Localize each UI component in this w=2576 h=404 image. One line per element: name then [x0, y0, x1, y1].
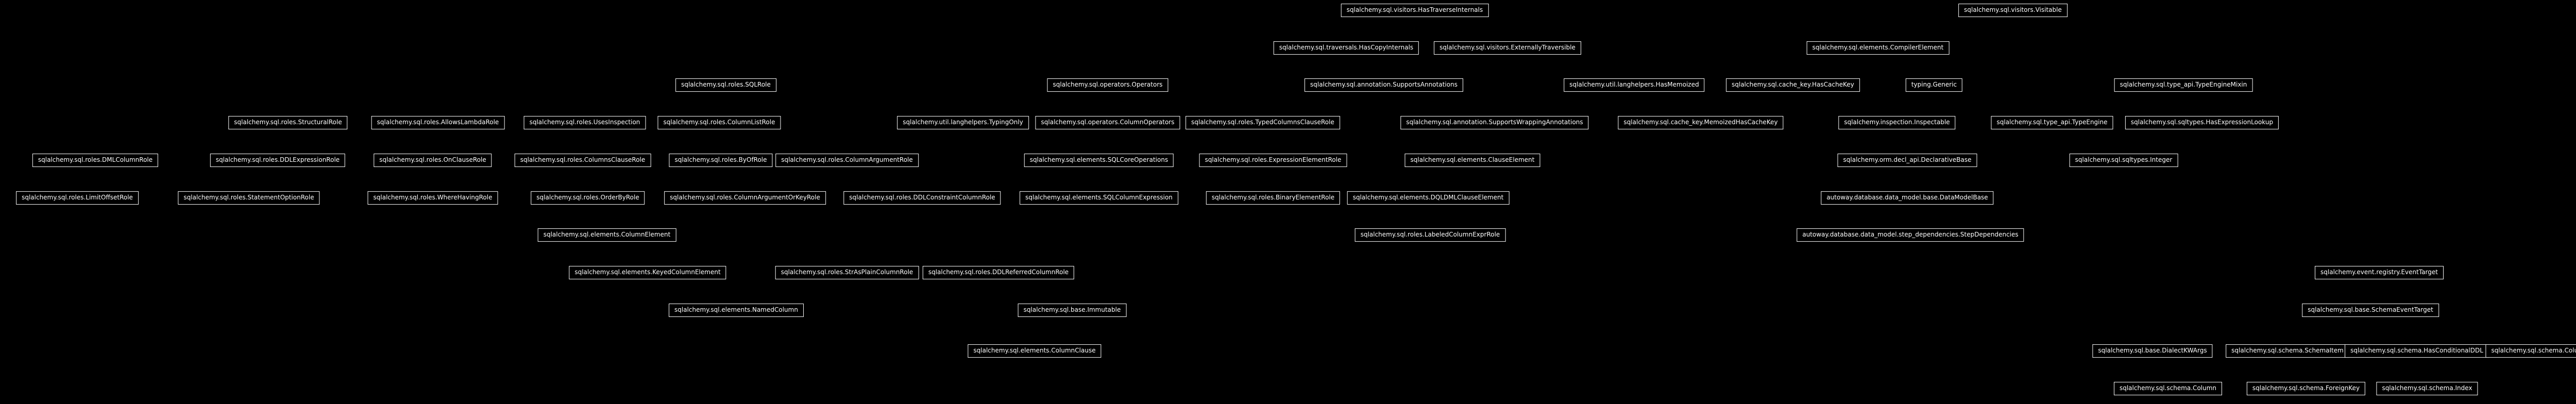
- class-node: sqlalchemy.sql.roles.LimitOffsetRole: [16, 191, 139, 205]
- class-node: sqlalchemy.sql.elements.KeyedColumnEleme…: [569, 266, 726, 279]
- class-node: sqlalchemy.sql.schema.ForeignKey: [2246, 382, 2366, 395]
- class-node: sqlalchemy.sql.base.DialectKWArgs: [2092, 344, 2213, 358]
- class-node: typing.Generic: [1905, 78, 1963, 92]
- class-node: sqlalchemy.sql.cache_key.MemoizedHasCach…: [1618, 116, 1784, 129]
- class-node: sqlalchemy.sql.roles.UsesInspection: [523, 116, 646, 129]
- class-node: sqlalchemy.sql.schema.SchemaItem: [2226, 344, 2349, 358]
- class-node: autoway.database.data_model.step_depende…: [1797, 228, 2024, 242]
- class-node: sqlalchemy.sql.roles.OnClauseRole: [374, 154, 492, 167]
- class-node: sqlalchemy.util.langhelpers.HasMemoized: [1564, 78, 1705, 92]
- class-node: sqlalchemy.sql.elements.ColumnClause: [968, 344, 1101, 358]
- class-node: sqlalchemy.sql.roles.OrderByRole: [531, 191, 645, 205]
- class-node: sqlalchemy.sql.roles.StrAsPlainColumnRol…: [775, 266, 919, 279]
- class-node: sqlalchemy.sql.sqltypes.HasExpressionLoo…: [2125, 116, 2279, 129]
- class-node: sqlalchemy.sql.roles.LabeledColumnExprRo…: [1354, 228, 1506, 242]
- class-node: sqlalchemy.sql.traversals.HasCopyInterna…: [1273, 41, 1419, 55]
- class-node: sqlalchemy.sql.roles.ColumnArgumentRole: [775, 154, 919, 167]
- class-node: sqlalchemy.sql.roles.DDLConstraintColumn…: [843, 191, 1001, 205]
- class-node: autoway.database.data_model.base.DataMod…: [1821, 191, 1994, 205]
- class-node: sqlalchemy.sql.roles.DDLExpressionRole: [210, 154, 346, 167]
- class-node: sqlalchemy.sql.schema.ColumnCollectionMi…: [2485, 344, 2576, 358]
- class-node: sqlalchemy.sql.type_api.TypeEngineMixin: [2114, 78, 2253, 92]
- class-node: sqlalchemy.inspection.Inspectable: [1838, 116, 1956, 129]
- class-node: sqlalchemy.sql.base.SchemaEventTarget: [2302, 304, 2439, 317]
- class-node: sqlalchemy.sql.elements.DQLDMLClauseElem…: [1347, 191, 1510, 205]
- class-node: sqlalchemy.sql.cache_key.HasCacheKey: [1726, 78, 1860, 92]
- class-node: sqlalchemy.sql.roles.StatementOptionRole: [178, 191, 320, 205]
- class-node: sqlalchemy.sql.elements.SQLColumnExpress…: [1020, 191, 1178, 205]
- class-node: sqlalchemy.sql.roles.ColumnArgumentOrKey…: [664, 191, 826, 205]
- class-node: sqlalchemy.util.langhelpers.TypingOnly: [897, 116, 1029, 129]
- class-node: sqlalchemy.sql.roles.ByOfRole: [669, 154, 773, 167]
- class-node: sqlalchemy.event.registry.EventTarget: [2315, 266, 2444, 279]
- class-node: sqlalchemy.sql.roles.TypedColumnsClauseR…: [1185, 116, 1340, 129]
- class-node: sqlalchemy.sql.roles.ExpressionElementRo…: [1199, 154, 1347, 167]
- class-node: sqlalchemy.sql.elements.NamedColumn: [669, 304, 804, 317]
- class-node: sqlalchemy.sql.roles.DDLReferredColumnRo…: [922, 266, 1075, 279]
- class-node: sqlalchemy.sql.roles.StructuralRole: [228, 116, 348, 129]
- class-node: sqlalchemy.sql.operators.ColumnOperators: [1035, 116, 1180, 129]
- class-node: sqlalchemy.sql.elements.SQLCoreOperation…: [1024, 154, 1174, 167]
- class-node: sqlalchemy.sql.roles.AllowsLambdaRole: [371, 116, 505, 129]
- class-node: sqlalchemy.sql.roles.SQLRole: [675, 78, 776, 92]
- class-node: sqlalchemy.sql.schema.Index: [2376, 382, 2478, 395]
- class-node: sqlalchemy.sql.schema.Column: [2113, 382, 2223, 395]
- class-node: sqlalchemy.sql.elements.ColumnElement: [537, 228, 676, 242]
- class-node: sqlalchemy.sql.elements.ClauseElement: [1404, 154, 1540, 167]
- class-node: sqlalchemy.sql.type_api.TypeEngine: [1991, 116, 2113, 129]
- class-node: sqlalchemy.sql.base.Immutable: [1018, 304, 1127, 317]
- class-node: sqlalchemy.sql.roles.ColumnListRole: [657, 116, 781, 129]
- class-node: sqlalchemy.sql.schema.HasConditionalDDL: [2345, 344, 2489, 358]
- class-node: sqlalchemy.sql.roles.ColumnsClauseRole: [514, 154, 651, 167]
- class-node: sqlalchemy.sql.roles.BinaryElementRole: [1206, 191, 1341, 205]
- class-node: sqlalchemy.sql.visitors.ExternallyTraver…: [1434, 41, 1581, 55]
- class-node: sqlalchemy.sql.operators.Operators: [1047, 78, 1168, 92]
- class-node: sqlalchemy.sql.roles.DMLColumnRole: [32, 154, 159, 167]
- class-node: sqlalchemy.sql.annotation.SupportsWrappi…: [1400, 116, 1589, 129]
- class-node: sqlalchemy.sql.annotation.SupportsAnnota…: [1304, 78, 1463, 92]
- class-node: sqlalchemy.sql.visitors.HasTraverseInter…: [1341, 4, 1489, 17]
- class-node: sqlalchemy.orm.decl_api.DeclarativeBase: [1837, 154, 1977, 167]
- class-node: sqlalchemy.sql.sqltypes.Integer: [2069, 154, 2178, 167]
- class-node: sqlalchemy.sql.roles.WhereHavingRole: [367, 191, 498, 205]
- class-node: sqlalchemy.sql.elements.CompilerElement: [1806, 41, 1950, 55]
- class-node: sqlalchemy.sql.visitors.Visitable: [1958, 4, 2067, 17]
